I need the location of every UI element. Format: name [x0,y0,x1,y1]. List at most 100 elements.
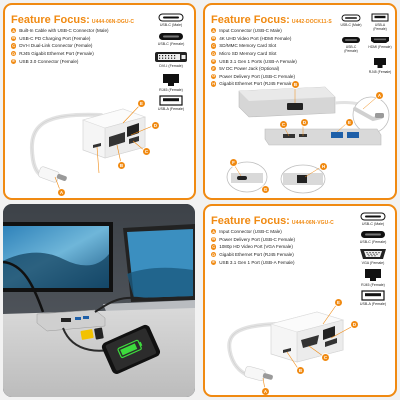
usb-c-female-icon [342,37,360,43]
adapter-illustration [227,303,354,391]
callout-badge: D [151,121,160,130]
callout-badge: E [334,298,343,307]
model-number: U442-DOCK11-S [291,19,332,25]
letter-badge: A [11,28,17,34]
callout-badge: C [279,120,288,129]
callout-badge: G [261,185,270,194]
callout-badge: D [300,118,309,127]
callout-badge: F [229,158,238,167]
letter-badge: B [211,35,217,41]
usb-a-port-icon [371,13,389,22]
connector-dvi-female: DVI-I (Female) [151,51,191,68]
connector-usb-c-male: USB-C (Male) [337,14,365,27]
letter-badge: D [211,50,217,57]
rj45-port-icon [365,269,381,281]
callout-badge: C [142,147,151,156]
letter-badge: F [211,66,217,72]
callout-badge: A [375,91,384,100]
letter-badge: D [11,50,17,57]
letter-badge: B [211,236,217,242]
connector-usb-c-male: USB-C (Male) [151,13,191,27]
callout-badge: A [261,387,270,395]
usb-c-male-icon [360,212,386,221]
product-lifestyle-photo [3,204,195,397]
callout-badge: E [345,118,354,127]
rj45-port-icon [163,74,179,86]
usb-c-male-icon [158,13,184,22]
rj45-port-icon [374,58,386,68]
letter-badge: E [211,259,217,265]
adapter-illustration [29,104,156,191]
letter-badge: C [211,244,217,250]
letter-badge: E [11,58,17,64]
letter-badge: C [11,43,17,49]
usb-a-port-icon [361,290,385,301]
panel-title: Feature Focus:U444-06N-VGU-C [211,211,334,229]
panel-title: Feature Focus:U444-06N-DGU-C [11,10,134,28]
hdmi-port-icon [371,37,389,43]
connector-usb-c-female: USB-C (Female) [151,32,191,46]
letter-badge: D [211,251,217,258]
letter-badge: E [211,58,217,64]
usb-c-female-icon [159,33,183,40]
letter-badge: C [211,43,217,49]
letter-badge: A [211,229,217,235]
letter-badge: B [11,35,17,41]
callout-badge: E [137,99,146,108]
connector-vga-female: VGA (Female) [353,248,393,265]
letter-badge: A [211,28,217,34]
connector-usb-c-female: USB-C (Female) [353,230,393,244]
connector-usb-a-female: USB-A (Female) [151,95,191,111]
lifestyle-illustration [3,204,195,397]
panel-title: Feature Focus:U442-DOCK11-S [211,10,332,28]
callout-badge: A [57,188,66,197]
usb-a-port-icon [159,95,183,106]
connector-usb-c-male: USB-C (Male) [353,212,393,226]
feature-focus-heading: Feature Focus: [211,14,290,26]
callout-badge: C [321,353,330,362]
callout-badge: B [296,366,305,375]
connector-rj45-female: RJ45 (Female) [353,268,393,287]
dock-illustration [226,85,390,194]
connector-usb-a-female: USB-A (Female) [366,13,394,31]
usb-c-female-icon [361,231,385,238]
letter-badge: G [211,73,217,79]
callout-badge: H [319,162,328,171]
connector-rj45-female: RJ45 (Female) [151,73,191,92]
connector-usb-a-female: USB-A (Female) [353,290,393,306]
dvi-port-icon [155,52,187,62]
feature-focus-heading: Feature Focus: [211,215,290,227]
connector-hdmi-female: HDMI (Female) [366,36,394,49]
letter-badge: H [211,81,217,87]
vga-port-icon [360,249,386,259]
callout-badge: B [291,80,300,89]
usb-c-male-icon [341,14,361,22]
model-number: U444-06N-VGU-C [291,220,334,226]
feature-focus-heading: Feature Focus: [11,14,90,26]
model-number: U444-06N-DGU-C [91,19,135,25]
